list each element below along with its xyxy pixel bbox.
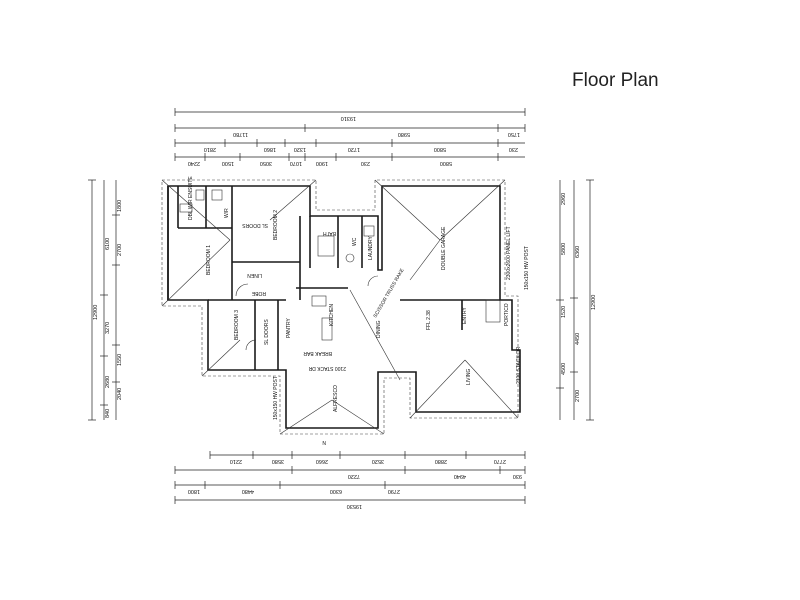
room-ensuite: DBL WIR ENSUITE	[188, 176, 194, 220]
note-stack-door: 2100 STACK DR	[308, 365, 346, 371]
dim-top-r3-5: 230	[361, 160, 370, 166]
dim-bottom-r2-0: 7220	[348, 473, 360, 479]
dim-bottom-r1-2: 2660	[316, 458, 328, 464]
dim-top-r3-3: 1070	[290, 160, 302, 166]
north-arrow-label: N	[322, 439, 326, 445]
right-dimensions: 2960 5800 1520 4500 6360 4450 2700 12900	[556, 179, 597, 421]
dim-bottom-overall: 19530	[347, 503, 362, 509]
note-sl-doors1: SL DOORS	[242, 222, 268, 228]
room-entry: ENTRY	[462, 306, 468, 324]
room-bath: BATH	[323, 230, 336, 236]
dim-right-r2-0: 2960	[561, 193, 567, 205]
dim-bottom-r2-3: 930	[513, 473, 522, 479]
room-portico: PORTICO	[504, 303, 510, 326]
dim-left-r2-3: 2040	[117, 388, 123, 400]
dim-top-overall: 19310	[341, 115, 356, 121]
dim-right-r1-2: 2700	[575, 390, 581, 402]
dim-top-r1-2: 1750	[508, 131, 520, 137]
room-alfresco: ALFRESCO	[333, 385, 339, 412]
dim-top-r1-0: 11780	[233, 131, 248, 137]
dim-right-r2-3: 4500	[561, 363, 567, 375]
room-bedroom1: BEDROOM 1	[206, 245, 212, 275]
exterior-walls	[167, 185, 521, 429]
dim-right-r2-2: 1520	[561, 306, 567, 318]
dim-left-r1-1: 3270	[105, 322, 111, 334]
dim-bottom-r3-2: 6300	[330, 488, 342, 494]
dim-bottom-r1-5: 2770	[494, 458, 506, 464]
top-dimensions: 19310 11780 5980 1750 2810 1860 1320 172…	[174, 108, 526, 166]
dim-top-r2-2: 1320	[294, 146, 306, 152]
note-ffl: FFL 2.38	[426, 310, 432, 330]
dim-left-r1-2: 2680	[105, 376, 111, 388]
dim-bottom-r2-2: 2790	[388, 488, 400, 494]
dim-top-r3-2: 3050	[260, 160, 272, 166]
room-brekbar: BREAK BAR	[303, 350, 332, 356]
room-dining: DINING	[376, 320, 382, 338]
dim-right-overall: 12900	[591, 295, 597, 310]
room-bedroom3: BEDROOM 3	[234, 310, 240, 340]
note-sd1: 2100 STACK DR	[516, 346, 522, 384]
dim-left-r2-0: 1800	[117, 200, 123, 212]
page-title: Floor Plan	[572, 70, 659, 91]
room-robe: ROBE	[251, 290, 266, 296]
dim-bottom-r3-1: 4480	[242, 488, 254, 494]
dim-top-r3-1: 1500	[222, 160, 234, 166]
note-sl-doors2: SL DOORS	[264, 319, 270, 345]
room-wc: WC	[352, 237, 358, 246]
room-wir: W/R	[224, 208, 230, 218]
dim-bottom-r1-0: 2210	[230, 458, 242, 464]
note-panel-lift: 2300x2600 PANEL LIFT	[506, 226, 512, 280]
fixtures	[179, 189, 501, 351]
dim-top-r3-0: 2240	[188, 160, 200, 166]
dim-right-r2-1: 5800	[561, 243, 567, 255]
left-dimensions: 12900 6100 3270 2680 840 1800 2700 1550 …	[88, 179, 123, 421]
room-laundry: LAUNDRY	[368, 236, 374, 260]
note-truss: SCISSOR TRUSS RAKE	[373, 267, 406, 319]
dim-bottom-r3-0: 1800	[188, 488, 200, 494]
dim-left-r1-0: 6100	[105, 238, 111, 250]
dim-bottom-r1-1: 3580	[272, 458, 284, 464]
room-labels: BEDROOM 1 BEDROOM 2 BEDROOM 3 DBL WIR EN…	[188, 176, 510, 412]
note-post2: 150x150 HW POST	[524, 246, 530, 290]
note-post: 150x150 HW POST	[273, 376, 279, 420]
dim-top-r2-0: 2810	[204, 146, 216, 152]
dim-top-r3-6: 5800	[440, 160, 452, 166]
dim-bottom-r1-4: 2880	[435, 458, 447, 464]
room-pantry: PANTRY	[286, 318, 292, 338]
room-linen: LINEN	[247, 272, 262, 278]
roof-lines	[161, 179, 519, 435]
dim-left-r2-1: 2700	[117, 244, 123, 256]
room-bedroom2: BEDROOM 2	[273, 210, 279, 240]
dim-bottom-r2-1: 4940	[454, 473, 466, 479]
room-living: LIVING	[466, 368, 472, 385]
dim-top-r3-4: 1900	[316, 160, 328, 166]
dim-top-r2-5: 230	[509, 146, 518, 152]
dim-right-r1-1: 4450	[575, 333, 581, 345]
dim-top-r2-4: 5800	[434, 146, 446, 152]
room-garage: DOUBLE GARAGE	[441, 226, 447, 270]
dim-left-r1-3: 840	[105, 409, 111, 418]
dim-top-r2-3: 1720	[348, 146, 360, 152]
dim-bottom-r1-3: 3520	[372, 458, 384, 464]
room-kitchen: KITCHEN	[329, 304, 335, 326]
dim-top-r1-1: 5980	[398, 131, 410, 137]
dim-left-r2-2: 1550	[117, 354, 123, 366]
bottom-dimensions: 2210 3580 2660 3520 2880 2770 7220 4940 …	[174, 451, 526, 509]
dim-top-r2-1: 1860	[264, 146, 276, 152]
dim-right-r1-0: 6360	[575, 246, 581, 258]
dim-left-overall: 12900	[93, 305, 99, 320]
